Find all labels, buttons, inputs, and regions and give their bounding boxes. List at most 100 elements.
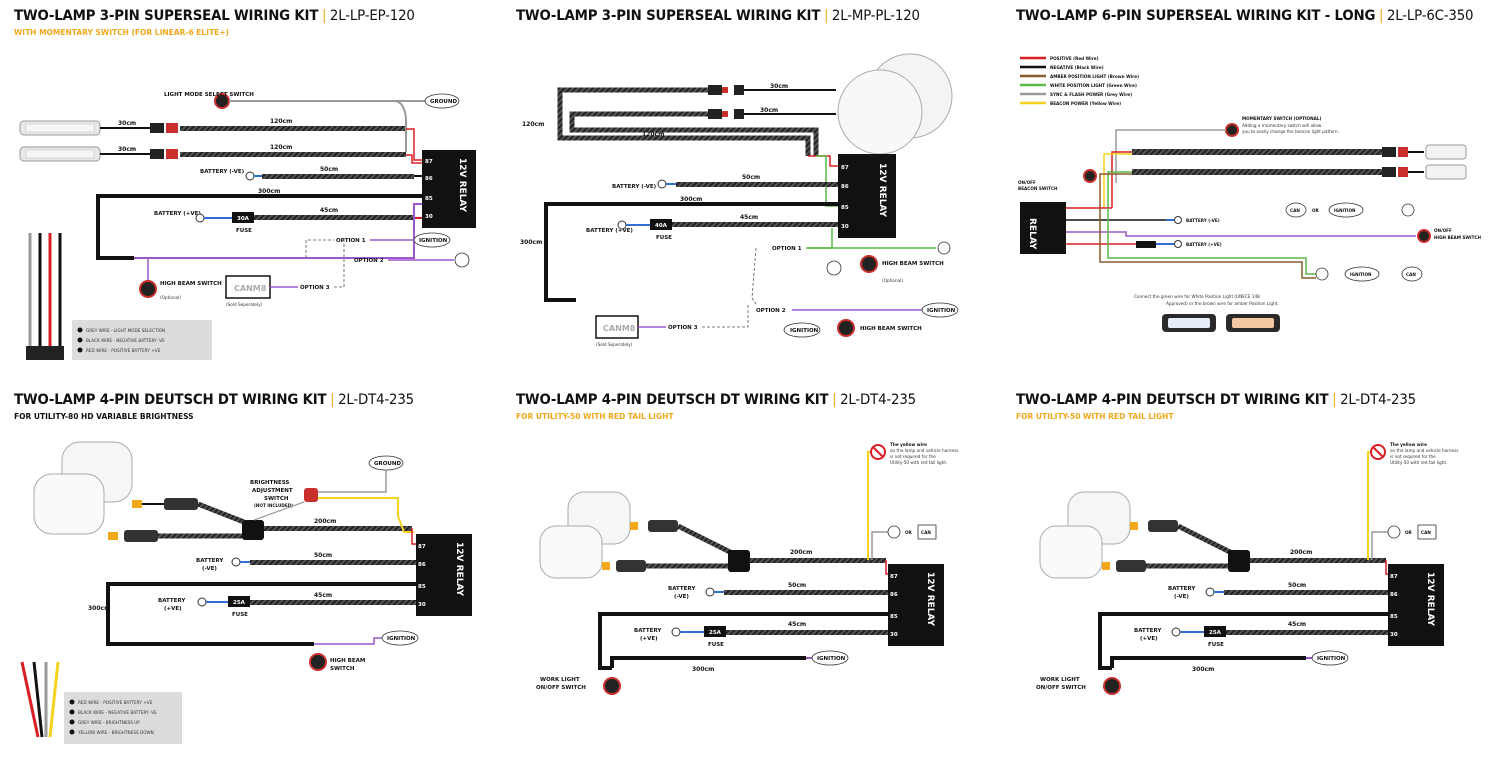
square-lamp-icon xyxy=(1039,525,1103,579)
connector xyxy=(734,85,744,95)
legend-item: GREY WIRE - BRIGHTNESS UP xyxy=(78,720,140,725)
battery-pos-label: BATTERY xyxy=(1134,628,1162,634)
fuse-label: FUSE xyxy=(656,235,672,241)
panel-title: TWO-LAMP 3-PIN SUPERSEAL WIRING KIT|2L-L… xyxy=(14,8,415,24)
relay-pin: 87 xyxy=(890,574,898,580)
battery-neg-label: (-VE) xyxy=(1174,594,1189,600)
work-light-label: ON/OFF SWITCH xyxy=(536,685,586,691)
position-light-note: Connect the green wire for White Positio… xyxy=(1134,294,1260,299)
panel-title: TWO-LAMP 4-PIN DEUTSCH DT WIRING KIT|2L-… xyxy=(516,392,916,408)
note-bold: The yellow wire xyxy=(890,442,927,447)
note-text: is not required for the xyxy=(890,454,936,459)
work-light-label: WORK LIGHT xyxy=(540,677,580,683)
wire-length: 30cm xyxy=(118,120,136,127)
relay-pin: 86 xyxy=(425,176,433,182)
round-lamp-icon xyxy=(837,69,923,155)
can-terminal xyxy=(1285,202,1307,218)
high-beam-note: (Optional) xyxy=(882,278,903,283)
high-beam-note: (Optional) xyxy=(160,295,181,300)
fuse-label: FUSE xyxy=(236,228,252,234)
high-beam-icon xyxy=(937,241,951,255)
panel-code: 2L-DT4-235 xyxy=(338,392,414,408)
battery-pos-label: BATTERY (+VE) xyxy=(1186,242,1222,247)
panel-2l-dt4-235-utility-50-copy: TWO-LAMP 4-PIN DEUTSCH DT WIRING KIT|2L-… xyxy=(1016,392,1500,767)
panel-subtitle: FOR UTILITY-50 WITH RED TAIL LIGHT xyxy=(516,412,674,421)
parker-icon xyxy=(1315,267,1329,281)
junction-block xyxy=(1228,550,1250,572)
panel-2l-dt4-235-utility-50: TWO-LAMP 4-PIN DEUTSCH DT WIRING KIT|2L-… xyxy=(516,392,1016,767)
option-label: OPTION 3 xyxy=(300,285,330,291)
wiring-diagram: 30cm 30cm 120cm 120cm LIGHT MODE SELECT … xyxy=(19,92,476,360)
fuse-rating: 25A xyxy=(709,630,722,636)
wire-length: 45cm xyxy=(320,207,338,214)
battery-pos-label: BATTERY (+VE) xyxy=(586,228,633,234)
ignition-label: IGNITION xyxy=(927,308,956,314)
wire-length: 50cm xyxy=(1288,582,1306,589)
legend-item: GREY WIRE - LIGHT MODE SELECTION xyxy=(86,328,165,333)
wire-legend-item: WHITE POSITION LIGHT (Green Wire) xyxy=(1050,83,1137,88)
or-label: OR xyxy=(1312,208,1320,213)
high-beam-label: HIGH BEAM xyxy=(330,658,365,664)
relay-pin: 87 xyxy=(1390,574,1398,580)
relay-pin: 86 xyxy=(418,562,426,568)
connector xyxy=(166,149,178,159)
wire-length: 120cm xyxy=(270,144,292,151)
panel-2l-lp-6c-350: TWO-LAMP 6-PIN SUPERSEAL WIRING KIT - LO… xyxy=(1016,8,1500,383)
legend-item: RED WIRE - POSITIVE BATTERY +VE xyxy=(86,348,161,353)
relay-pin: 30 xyxy=(418,602,426,608)
battery-terminal-icon xyxy=(195,213,205,223)
wire-legend-item: NEGATIVE (Black Wire) xyxy=(1050,65,1104,70)
battery-pos-label: (+VE) xyxy=(164,606,182,612)
relay-pin: 30 xyxy=(890,632,898,638)
panel-title: TWO-LAMP 6-PIN SUPERSEAL WIRING KIT - LO… xyxy=(1016,8,1474,24)
panel-code: 2L-LP-EP-120 xyxy=(329,8,415,24)
wire-length: 200cm xyxy=(314,518,336,525)
ignition-terminal xyxy=(921,302,959,318)
wire-legend-item: POSITIVE (Red Wire) xyxy=(1050,56,1099,61)
relay-label: 12V RELAY xyxy=(877,163,887,218)
wiring-diagram: 200cm The yellow wire on the lamp and ve… xyxy=(536,442,958,695)
panel-code: 2L-DT4-235 xyxy=(840,392,916,408)
high-beam-label: HIGH BEAM SWITCH xyxy=(860,326,922,332)
high-beam-label: SWITCH xyxy=(330,666,355,672)
relay-pin: 86 xyxy=(890,592,898,598)
relay-label: 12V RELAY xyxy=(925,572,935,627)
wire-length: 300cm xyxy=(88,605,110,612)
relay-pin: 85 xyxy=(425,196,433,202)
wire-length: 45cm xyxy=(314,592,332,599)
fuse-icon xyxy=(1204,626,1226,637)
note-text: Utility-50 with red tail light. xyxy=(890,460,947,465)
option-label: OPTION 2 xyxy=(756,308,786,314)
option-label: OPTION 1 xyxy=(772,246,802,252)
connector xyxy=(1148,520,1178,532)
wire-length: 50cm xyxy=(314,552,332,559)
wire-length: 300cm xyxy=(520,239,542,246)
light-bar-icon xyxy=(19,120,101,136)
momentary-label: MOMENTARY SWITCH (OPTIONAL) xyxy=(1242,116,1322,121)
brightness-switch-icon xyxy=(304,488,318,502)
fuse-rating: 30A xyxy=(237,216,250,222)
onoff-hb-label: HIGH BEAM SWITCH xyxy=(1434,235,1482,240)
panel-2l-mp-pl-120: TWO-LAMP 3-PIN SUPERSEAL WIRING KIT|2L-M… xyxy=(516,8,1016,383)
beacon-switch-label: ON/OFF xyxy=(1018,180,1036,185)
light-bar-icon xyxy=(1425,144,1467,160)
fuse-rating: 25A xyxy=(1209,630,1222,636)
panel-2l-lp-ep-120: TWO-LAMP 3-PIN SUPERSEAL WIRING KIT|2L-L… xyxy=(14,8,514,383)
ignition-terminal xyxy=(413,232,451,248)
relay-label: 12V RELAY xyxy=(1425,572,1435,627)
relay-pin: 87 xyxy=(841,165,849,171)
can-label: CAN xyxy=(921,530,931,535)
canm8-note: (Sold Seperately) xyxy=(226,302,263,307)
work-light-switch-icon xyxy=(1103,677,1121,695)
high-beam-switch-icon xyxy=(837,319,855,337)
ignition-label: IGNITION xyxy=(419,238,448,244)
battery-neg-label: BATTERY (-VE) xyxy=(200,169,245,175)
harness-loom-icon xyxy=(20,661,60,738)
note-text: is not required for the xyxy=(1390,454,1436,459)
battery-terminal-icon xyxy=(657,179,667,189)
wiring-diagram: POSITIVE (Red Wire) NEGATIVE (Black Wire… xyxy=(1018,56,1482,332)
note-bold: The yellow wire xyxy=(1390,442,1427,447)
relay-block xyxy=(1020,202,1066,254)
work-light-label: WORK LIGHT xyxy=(1040,677,1080,683)
can-terminal xyxy=(917,524,937,540)
